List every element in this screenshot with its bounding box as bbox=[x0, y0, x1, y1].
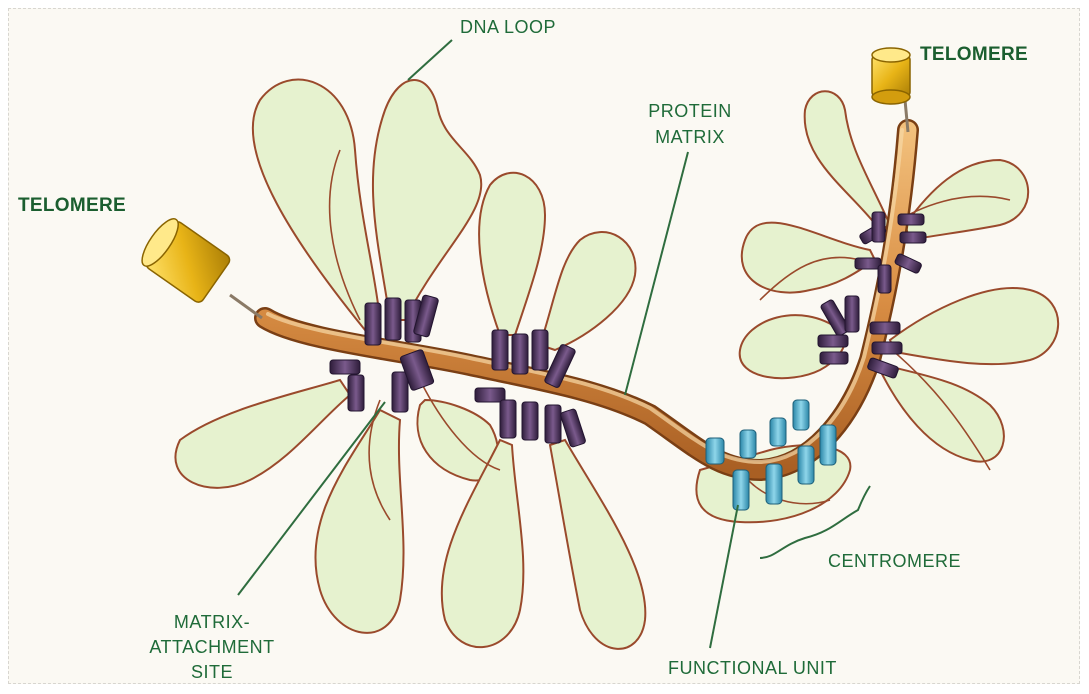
matrix-attachment-line-2: ATTACHMENT bbox=[132, 635, 292, 660]
dna-loop bbox=[880, 365, 1004, 462]
matrix-attachment-line-1: MATRIX- bbox=[132, 610, 292, 635]
dna-loop bbox=[479, 173, 545, 335]
protein-matrix-line-2: MATRIX bbox=[630, 124, 750, 150]
matrix-attachment-line-3: SITE bbox=[132, 660, 292, 685]
centromere-label: CENTROMERE bbox=[828, 548, 961, 574]
dna-loop-label: DNA LOOP bbox=[460, 14, 556, 40]
telomere-cap-right bbox=[872, 48, 910, 104]
protein-matrix-label: PROTEIN MATRIX bbox=[630, 98, 750, 150]
telomere-right-label: TELOMERE bbox=[920, 42, 1028, 68]
dna-loop bbox=[253, 80, 380, 330]
functional-unit-leader bbox=[710, 505, 738, 648]
dna-loop bbox=[540, 232, 635, 350]
dna-loop bbox=[373, 80, 481, 320]
dna-loop bbox=[742, 223, 875, 293]
telomere-cap-left bbox=[136, 214, 232, 305]
dna-loop bbox=[175, 380, 350, 488]
protein-matrix-line-1: PROTEIN bbox=[630, 98, 750, 124]
dna-loop bbox=[550, 440, 645, 649]
telomere-left-label: TELOMERE bbox=[18, 193, 126, 219]
matrix-attachment-label: MATRIX- ATTACHMENT SITE bbox=[132, 610, 292, 685]
dna-loop bbox=[805, 91, 890, 230]
dna-loop bbox=[315, 410, 403, 633]
dna-loop bbox=[890, 288, 1058, 364]
dna-loop-leader bbox=[408, 40, 452, 80]
functional-unit-label: FUNCTIONAL UNIT bbox=[668, 655, 837, 681]
